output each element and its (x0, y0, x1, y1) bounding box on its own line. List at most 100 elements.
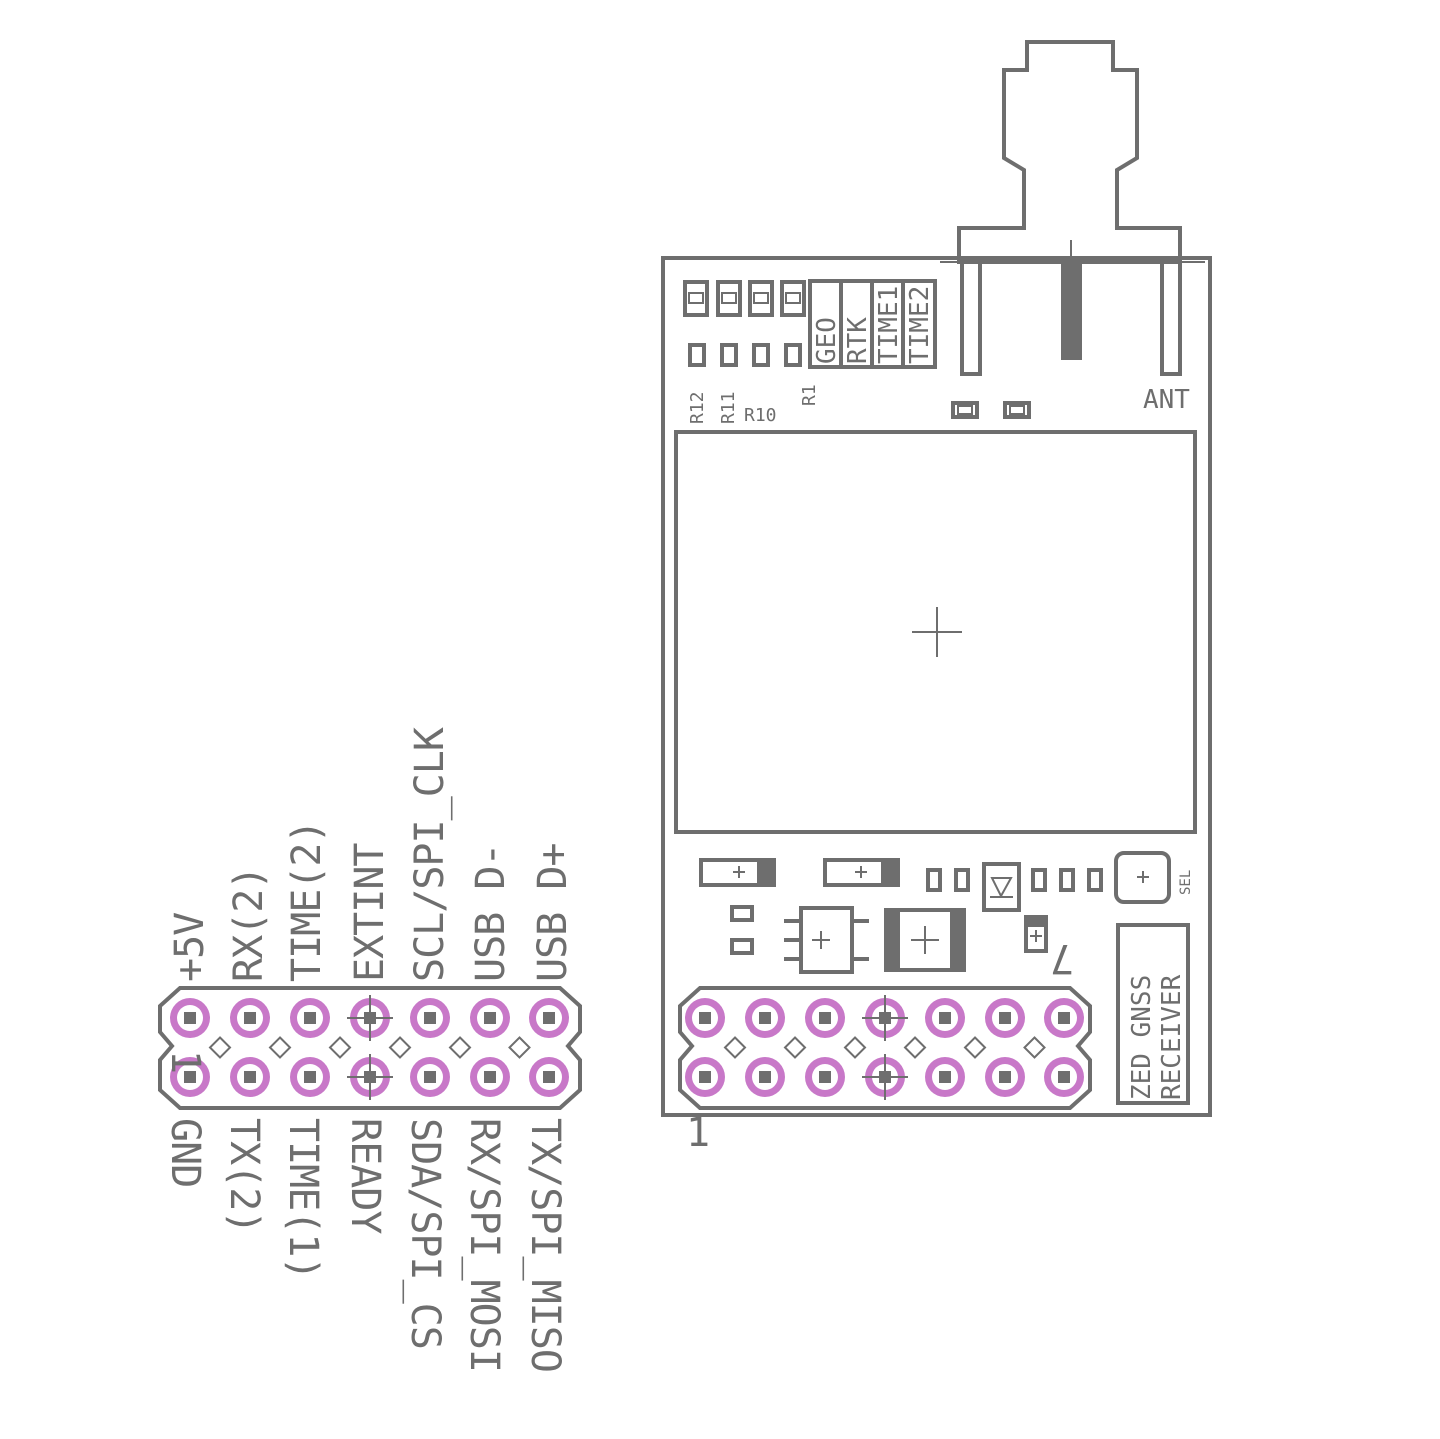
led-label-geo: GEO (812, 317, 842, 364)
resistor-footprint (720, 343, 738, 367)
header-pad (685, 998, 725, 1038)
header-pad (170, 1057, 210, 1097)
resistor-row (688, 343, 802, 367)
pad-separator (963, 1036, 987, 1059)
pad-separator (843, 1036, 867, 1059)
select-button (1114, 851, 1171, 904)
board-outline (661, 256, 1212, 1117)
header-pad (925, 1057, 965, 1097)
pad-core (244, 1012, 256, 1024)
resistor-footprint (752, 343, 770, 367)
header-pad (290, 998, 330, 1038)
pad-core (543, 1071, 555, 1083)
pin-label-ready: READY (342, 1118, 388, 1234)
antenna-pin-right (1160, 260, 1182, 376)
pad-core (759, 1071, 771, 1083)
pin-label-time2: TIME(2) (284, 820, 330, 982)
pad-separator (388, 1036, 412, 1059)
header-pad (470, 1057, 510, 1097)
pad-core (939, 1012, 951, 1024)
header-pad (410, 1057, 450, 1097)
pin-label-rx2: RX(2) (226, 867, 272, 982)
header-pin1-label: 1 (162, 1050, 208, 1073)
pad-core (424, 1071, 436, 1083)
pin-label-gnd: GND (162, 1118, 208, 1187)
pin-label-scl-spi-clk: SCL/SPI_CLK (407, 727, 453, 982)
header-pad (529, 998, 569, 1038)
pin-label-sda-spi-cs: SDA/SPI_CS (402, 1118, 448, 1349)
header-pad (1044, 1057, 1084, 1097)
resistor-footprint (1087, 868, 1103, 892)
led-label-time2: TIME2 (905, 286, 935, 364)
header-pad (685, 1057, 725, 1097)
resistor-footprint (1059, 868, 1075, 892)
pad-core (184, 1071, 196, 1083)
pad-core (699, 1012, 711, 1024)
resistor-label-r1: R1 (799, 384, 820, 406)
board-pin7-label: 7 (1051, 935, 1074, 981)
header-pad (805, 1057, 845, 1097)
board-header-pads (685, 998, 1084, 1097)
pad-separator (268, 1036, 292, 1059)
antenna-label: ANT (1143, 385, 1190, 415)
led-footprint (780, 280, 806, 317)
header-pad (925, 998, 965, 1038)
header-pad (470, 998, 510, 1038)
header-pad (230, 1057, 270, 1097)
pad-core (819, 1012, 831, 1024)
pin-label-usb-dplus: USB D+ (530, 844, 576, 983)
board-pin1-label: 1 (686, 1110, 709, 1156)
resistor-footprint (926, 868, 942, 892)
led-footprint (748, 280, 774, 317)
diode-right (823, 858, 900, 887)
header-pad (1044, 998, 1084, 1038)
pin-label-5v: +5V (167, 913, 213, 982)
header-pad (410, 998, 450, 1038)
pad-core (424, 1012, 436, 1024)
resistor-footprint (954, 868, 970, 892)
pad-core (1058, 1071, 1070, 1083)
select-button-label: SEL (1178, 870, 1194, 895)
header-pad (529, 1057, 569, 1097)
header-pad (170, 998, 210, 1038)
small-pad (951, 401, 979, 419)
pad-separator (903, 1036, 927, 1059)
pad-separator (448, 1036, 472, 1059)
board: GEO RTK TIME1 TIME2 (661, 40, 1212, 1156)
pad-separator (1023, 1036, 1046, 1059)
header-pad (290, 1057, 330, 1097)
pad-core (759, 1012, 771, 1024)
pad-separator (328, 1036, 352, 1059)
board-title-box (1116, 923, 1190, 1105)
pin-label-rx-spi-mosi: RX/SPI_MOSI (461, 1118, 507, 1372)
pad-core (484, 1012, 496, 1024)
header-pad (230, 998, 270, 1038)
pin-label-usb-dminus: USB D- (468, 844, 514, 983)
resistor-footprint (688, 343, 706, 367)
pinout-header: +5V RX(2) TIME(2) EXTINT SCL/SPI_CLK USB… (158, 727, 582, 1372)
bulk-capacitor (884, 908, 966, 972)
pad-core (484, 1071, 496, 1083)
diode-left (699, 858, 776, 887)
header-pad (745, 1057, 785, 1097)
antenna-pin-left (960, 260, 982, 376)
board-title-line1: ZED GNSS (1127, 975, 1157, 1100)
resistor-label-r10: R10 (744, 405, 777, 426)
led-footprint (683, 280, 709, 317)
pad-separator (783, 1036, 807, 1059)
pin-label-extint: EXTINT (347, 843, 393, 982)
resistor-footprint (784, 343, 802, 367)
resistor-label-r12: R12 (687, 391, 708, 424)
pad-core (999, 1012, 1011, 1024)
resistor-label-r11: R11 (718, 391, 739, 424)
gnss-module-outline (674, 430, 1197, 834)
voltage-regulator (784, 906, 869, 974)
pad-core (304, 1012, 316, 1024)
status-led (982, 862, 1021, 912)
pad-separator (208, 1036, 232, 1059)
pad-separator (508, 1036, 531, 1059)
pad-core (999, 1071, 1011, 1083)
capacitor-footprint (730, 938, 754, 955)
led-footprint (716, 280, 742, 317)
